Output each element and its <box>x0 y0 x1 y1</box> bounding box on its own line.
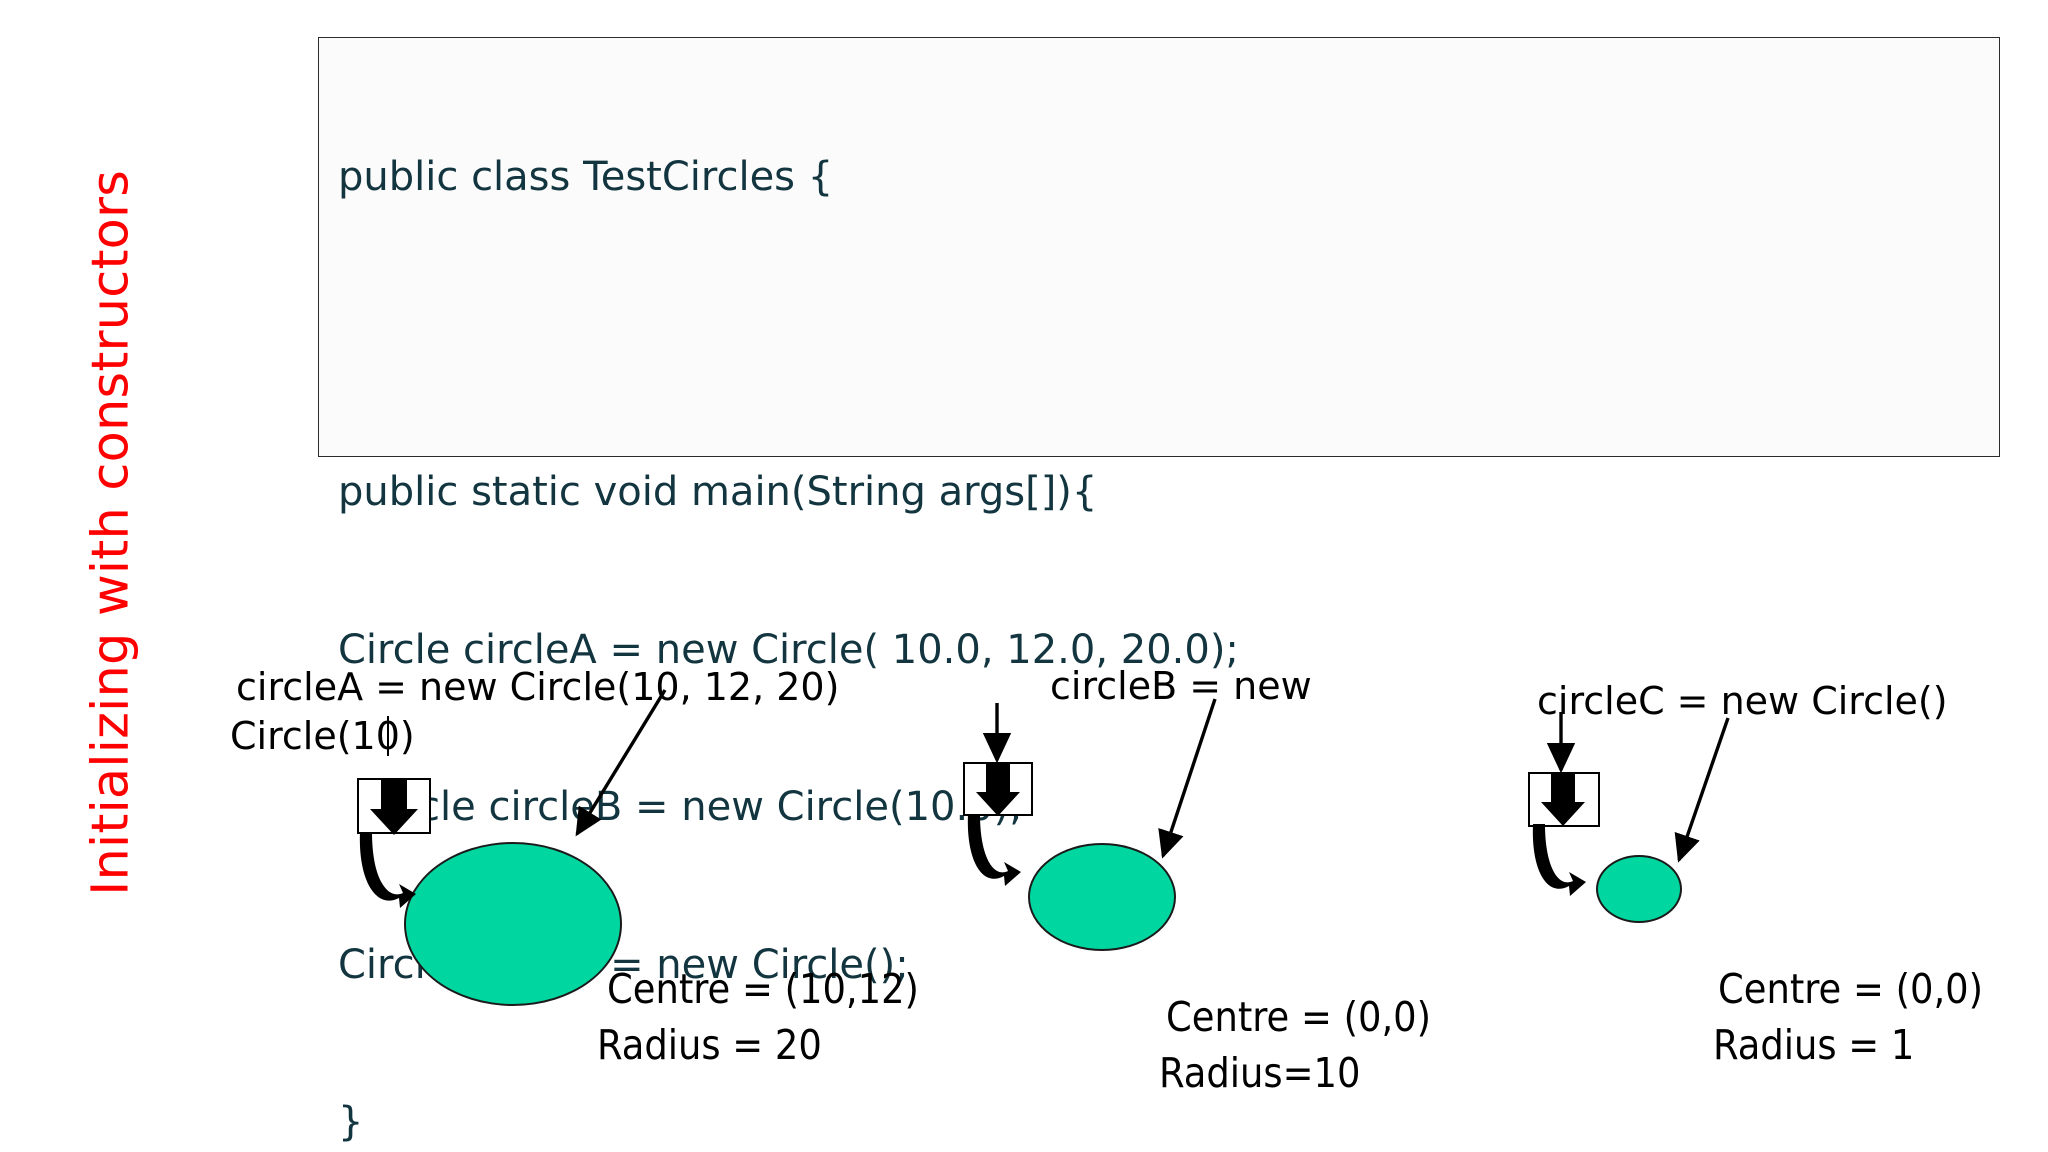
circlea-caption-line1: Centre = (10,12) <box>607 965 919 1013</box>
slide-title-vertical-container: Initializing with constructors <box>76 170 146 970</box>
circlec-pointer-line <box>1674 717 1730 863</box>
code-line-2: public static void main(String args[]){ <box>338 469 1098 515</box>
circlec-annotation-line1: circleC = new Circle() <box>1537 679 1948 723</box>
circleb-caption-line2: Radius=10 <box>1159 1049 1361 1097</box>
circleb-caption-line1: Centre = (0,0) <box>1166 993 1432 1041</box>
circlea-annotation-line2: Circle(10) <box>230 714 415 758</box>
circlec-caption-line2: Radius = 1 <box>1713 1021 1915 1069</box>
circleb-annotation-line1: circleB = new <box>1050 664 1312 708</box>
code-line-0: public class TestCircles { <box>338 154 834 200</box>
circleb-instantiate-box <box>963 762 1033 816</box>
code-line-3: Circle circleA = new Circle( 10.0, 12.0,… <box>338 626 1239 673</box>
code-line-6: } <box>338 1099 364 1145</box>
text-caret <box>387 716 389 756</box>
circlec-caption-line1: Centre = (0,0) <box>1718 965 1984 1013</box>
circlea-caption-line2: Radius = 20 <box>597 1021 822 1069</box>
circlec-shape <box>1596 855 1682 923</box>
code-block-border <box>318 37 2000 457</box>
circlea-annotation-line1: circleA = new Circle(10, 12, 20) <box>236 665 840 709</box>
code-line-1 <box>338 309 1239 362</box>
page-title: Initializing with constructors <box>81 170 141 896</box>
circlec-curl-arrow-icon <box>1532 824 1586 896</box>
code-line-4: Circle circleB = new Circle(10.0); <box>338 784 1023 830</box>
circlea-shape <box>404 842 622 1006</box>
circlea-instantiate-box <box>357 778 431 834</box>
circleb-shape <box>1028 843 1176 951</box>
circlec-instantiate-box <box>1528 772 1600 827</box>
